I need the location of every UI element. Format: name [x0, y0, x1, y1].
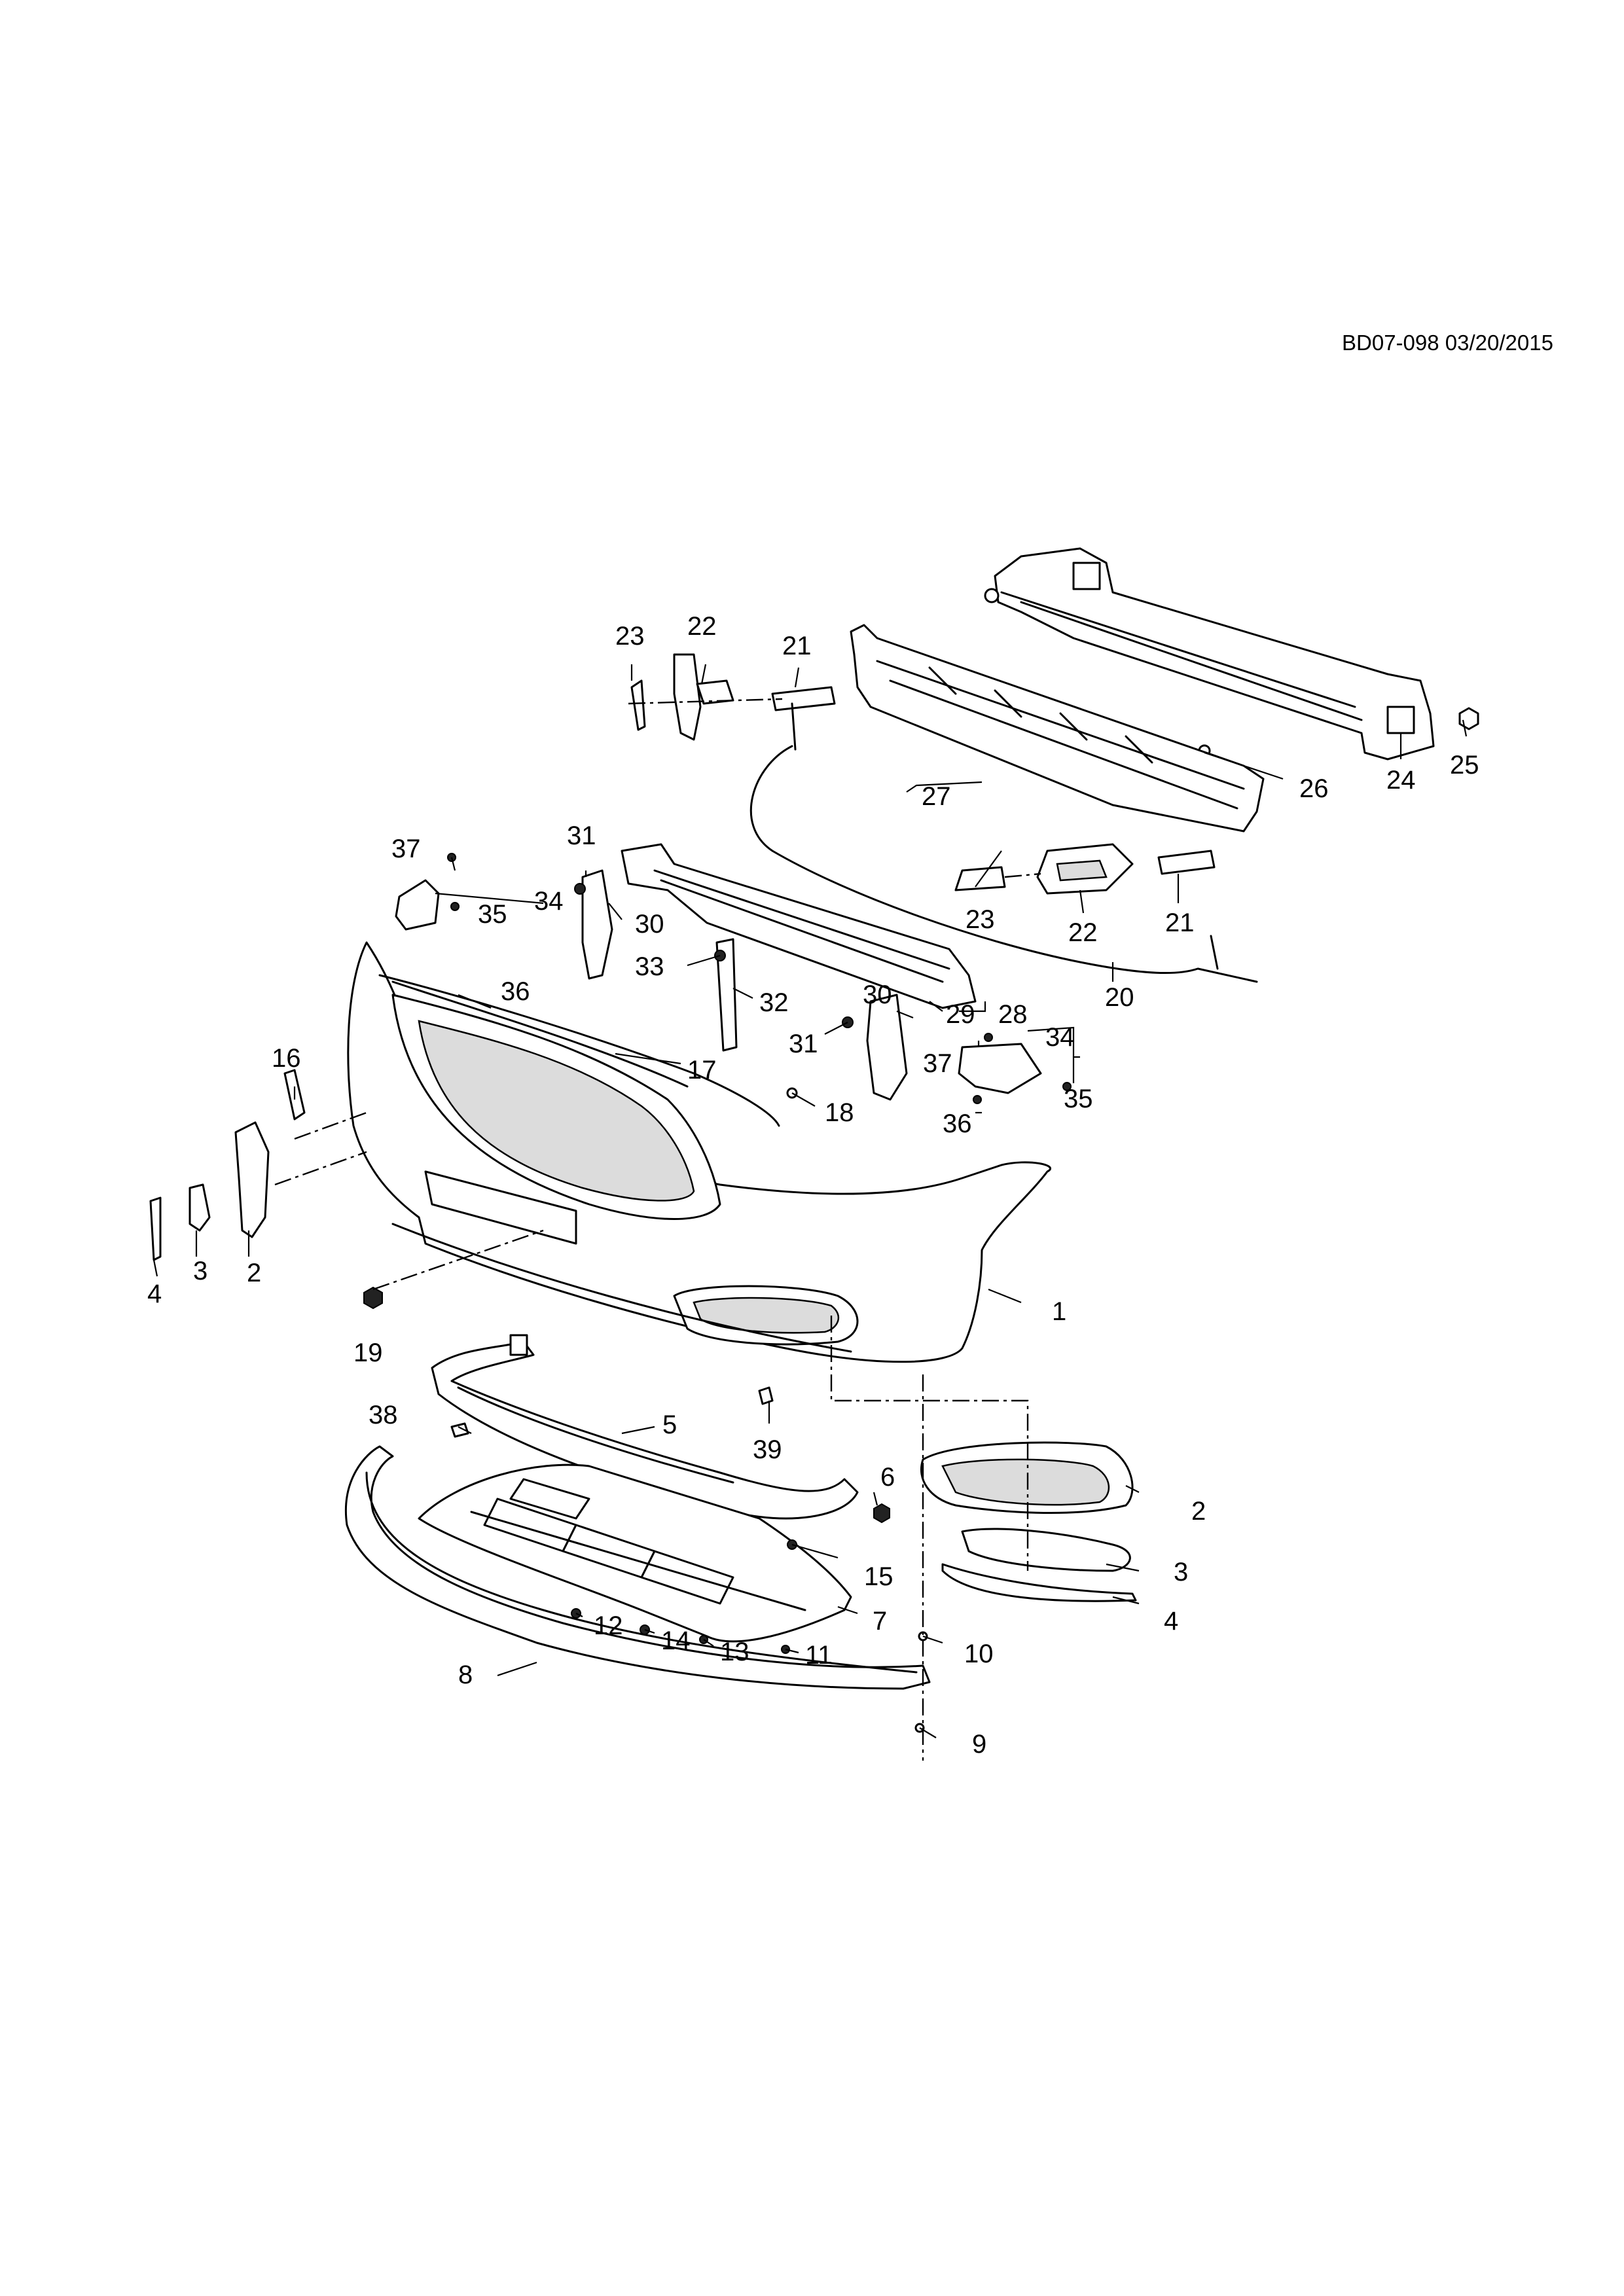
upper-tie-bar-28 — [621, 843, 977, 1009]
callout-29: 29 — [946, 1000, 975, 1029]
callout-27: 27 — [922, 782, 951, 811]
callout-30-left: 30 — [635, 910, 664, 939]
callout-19: 19 — [353, 1338, 383, 1367]
callout-3-right: 3 — [1174, 1558, 1188, 1587]
callout-4-left: 4 — [147, 1280, 162, 1308]
bumper-fascia-1 — [347, 941, 1051, 1363]
callout-6: 6 — [880, 1463, 895, 1492]
callout-10: 10 — [964, 1640, 994, 1668]
callout-23-lower: 23 — [965, 905, 995, 934]
callout-1: 1 — [1052, 1297, 1066, 1326]
callout-16: 16 — [272, 1044, 301, 1073]
callout-24: 24 — [1386, 766, 1416, 795]
bolt-25 — [1458, 707, 1479, 730]
callout-18: 18 — [825, 1098, 854, 1127]
callout-labels: 1 2 2 3 3 4 4 5 6 7 8 9 10 11 12 13 14 1… — [147, 612, 1479, 1759]
callout-35-right: 35 — [1064, 1085, 1093, 1113]
callout-39: 39 — [753, 1435, 782, 1464]
callout-38: 38 — [369, 1401, 398, 1429]
washer-hose-20 — [749, 745, 1258, 983]
callout-21-upper: 21 — [782, 632, 812, 660]
underbody-shield-7 — [418, 1463, 852, 1643]
callout-9: 9 — [972, 1730, 986, 1759]
callout-14: 14 — [661, 1626, 691, 1655]
fog-bezel-2-left — [234, 1121, 270, 1238]
callout-26: 26 — [1299, 774, 1329, 803]
impact-bar-24 — [984, 547, 1435, 761]
lower-spoiler-8 — [345, 1445, 931, 1690]
bracket-30-left — [581, 869, 613, 980]
callout-21-lower: 21 — [1165, 908, 1195, 937]
bolt-6 — [873, 1503, 890, 1524]
callout-37-right: 37 — [923, 1049, 952, 1078]
callout-28: 28 — [998, 1000, 1028, 1029]
callout-13: 13 — [720, 1638, 749, 1666]
callout-12: 12 — [594, 1611, 623, 1640]
callout-36-left: 36 — [501, 977, 530, 1006]
bolt-31-upper — [574, 883, 586, 895]
diagram-code: BD07-098 03/20/2015 — [1342, 331, 1553, 355]
washer-cap-23 — [630, 679, 646, 731]
callout-11: 11 — [805, 1641, 833, 1670]
callout-35-left: 35 — [478, 900, 507, 929]
clip-39 — [758, 1386, 774, 1405]
washer-nozzle-21-lower — [1157, 850, 1216, 875]
callout-32: 32 — [759, 988, 789, 1017]
callout-17: 17 — [687, 1056, 717, 1085]
callout-31-lower: 31 — [789, 1030, 818, 1058]
bracket-30-right — [866, 994, 908, 1101]
leader-lines — [153, 664, 1468, 1738]
callout-20: 20 — [1105, 983, 1134, 1012]
clip-38 — [450, 1422, 469, 1438]
washer-nozzle-21 — [771, 686, 836, 711]
callout-15: 15 — [864, 1562, 893, 1591]
washer-cap-23-lower — [954, 866, 1006, 891]
headlamp-bracket-34-right — [958, 1043, 1042, 1094]
callout-33: 33 — [635, 952, 664, 981]
callout-37-left: 37 — [391, 834, 421, 863]
callout-7: 7 — [873, 1607, 887, 1636]
callout-2-right: 2 — [1191, 1497, 1206, 1526]
energy-absorber-27 — [850, 624, 1265, 833]
callout-4-right: 4 — [1164, 1607, 1178, 1636]
fog-cover-3-left — [189, 1183, 211, 1232]
callout-36-right: 36 — [943, 1109, 972, 1138]
brace-32 — [715, 938, 738, 1052]
nut-19 — [363, 1286, 383, 1310]
callout-23-upper: 23 — [615, 622, 645, 651]
callout-34-left: 34 — [534, 887, 564, 916]
callout-31-upper: 31 — [567, 821, 596, 850]
callout-25: 25 — [1450, 751, 1479, 780]
washer-bracket-22 — [673, 653, 702, 741]
callout-22-lower: 22 — [1068, 918, 1098, 947]
callout-30-right: 30 — [863, 980, 892, 1009]
callout-22-upper: 22 — [687, 612, 717, 641]
fog-trim-4-left — [149, 1196, 162, 1261]
callout-34-right: 34 — [1045, 1023, 1075, 1052]
callout-2-left: 2 — [247, 1259, 261, 1287]
fog-trim-4-right — [941, 1563, 1137, 1602]
callout-5: 5 — [662, 1410, 677, 1439]
headlamp-bracket-34-left — [395, 879, 440, 931]
callout-8: 8 — [458, 1660, 473, 1689]
callout-3-left: 3 — [193, 1257, 208, 1285]
fog-cover-3-right — [961, 1528, 1131, 1572]
